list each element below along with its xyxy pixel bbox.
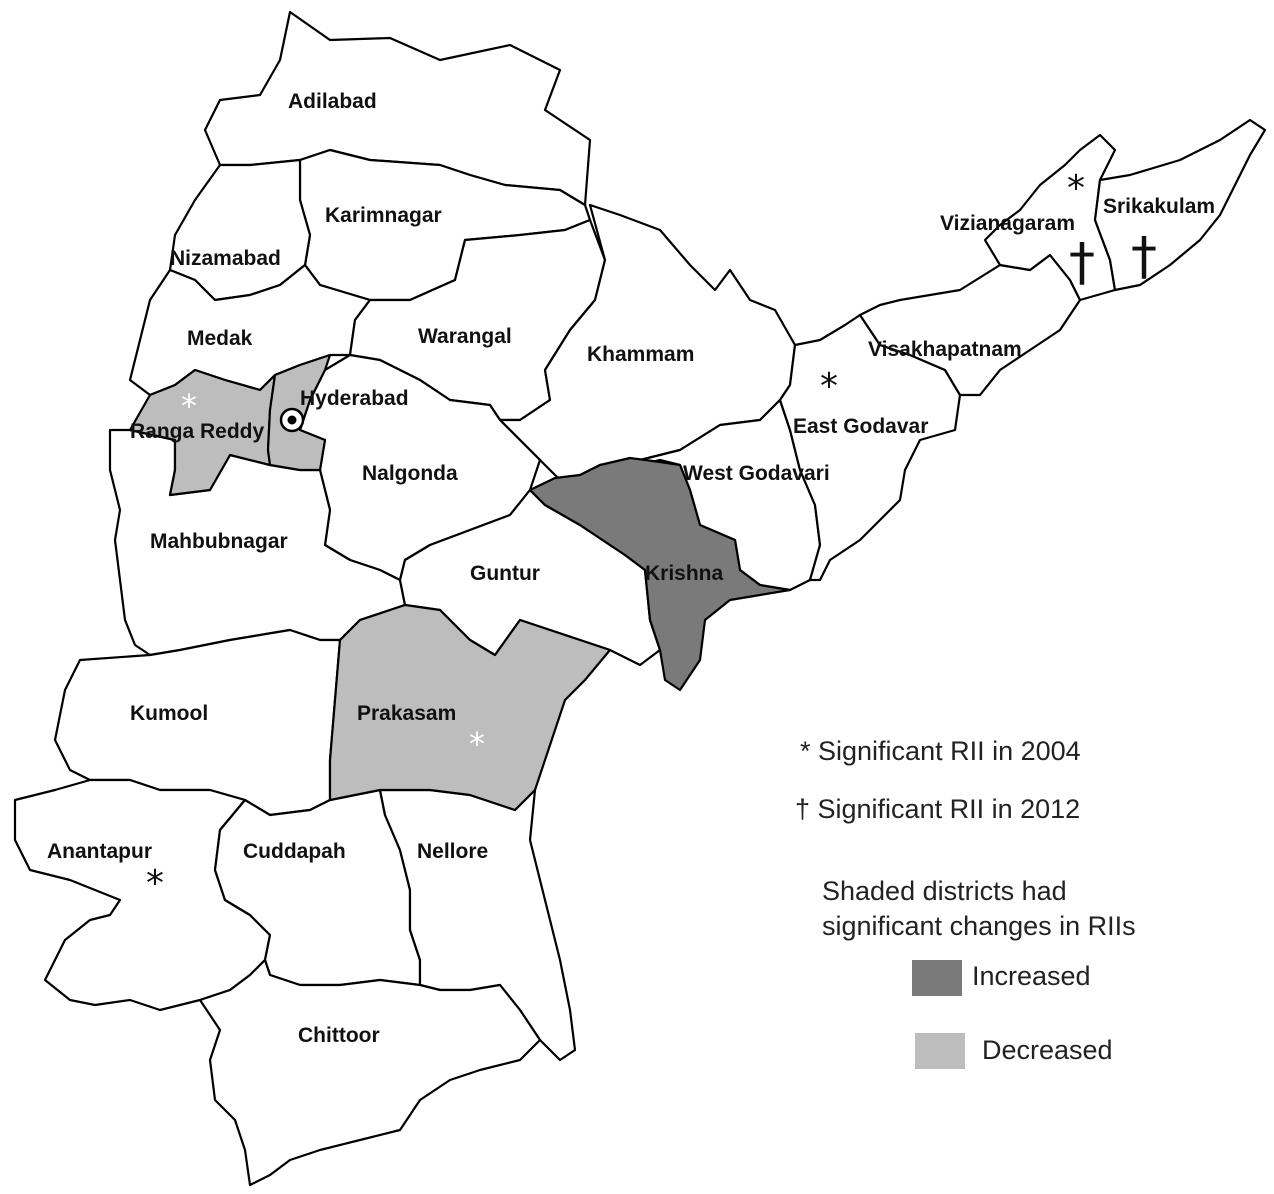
label-chittoor: Chittoor <box>298 1024 380 1047</box>
legend-increased-swatch <box>912 960 962 996</box>
label-visakhapatnam: Visakhapatnam <box>868 338 1022 361</box>
label-prakasam: Prakasam <box>357 702 456 725</box>
legend-decreased-label: Decreased <box>982 1035 1113 1065</box>
marker-dagger-srikakulam: † <box>1131 227 1157 287</box>
label-hyderabad: Hyderabad <box>300 387 409 410</box>
label-nalgonda: Nalgonda <box>362 462 458 485</box>
legend-shade-note-line1: Shaded districts had <box>822 876 1067 906</box>
district-chittoor <box>198 958 542 1187</box>
district-visakhapatnam <box>858 253 1082 397</box>
marker-star-east-godavari: * <box>820 366 838 407</box>
legend-decreased-swatch <box>915 1033 965 1069</box>
label-khammam: Khammam <box>587 343 694 366</box>
marker-star-ranga-reddy: * <box>181 387 197 425</box>
label-kurnool: Kumool <box>130 702 208 725</box>
label-cuddapah: Cuddapah <box>243 840 346 863</box>
label-east-godavari: East Godavar <box>793 415 928 438</box>
label-krishna: Krishna <box>645 562 724 585</box>
label-medak: Medak <box>187 327 253 350</box>
district-prakasam <box>328 603 612 812</box>
label-karimnagar: Karimnagar <box>325 204 442 227</box>
label-adilabad: Adilabad <box>288 90 377 113</box>
label-west-godavari: West Godavari <box>683 462 830 485</box>
label-nizamabad: Nizamabad <box>170 247 281 270</box>
district-srikakulam <box>1093 118 1267 292</box>
label-ranga-reddy: Ranga Reddy <box>130 420 265 443</box>
legend-star-note: * Significant RII in 2004 <box>800 736 1081 766</box>
label-anantapur: Anantapur <box>47 840 152 863</box>
label-srikakulam: Srikakulam <box>1103 195 1215 218</box>
district-east-godavari <box>778 313 962 582</box>
marker-star-anantapur: * <box>146 863 164 904</box>
marker-dagger-vizianagaram: † <box>1069 233 1095 293</box>
marker-star-prakasam: * <box>469 725 485 763</box>
label-warangal: Warangal <box>418 325 512 348</box>
label-guntur: Guntur <box>470 562 540 585</box>
label-nellore: Nellore <box>417 840 488 863</box>
district-krishna <box>528 456 792 692</box>
legend-increased-label: Increased <box>972 961 1091 991</box>
label-vizianagaram: Vizianagaram <box>940 212 1075 235</box>
hyderabad-city-dot <box>287 415 297 425</box>
legend-dagger-note: † Significant RII in 2012 <box>795 794 1081 824</box>
legend-shade-note-line2: significant changes in RIIs <box>822 911 1136 941</box>
marker-star-vizianagaram: * <box>1067 168 1085 209</box>
label-mahbubnagar: Mahbubnagar <box>150 530 288 553</box>
